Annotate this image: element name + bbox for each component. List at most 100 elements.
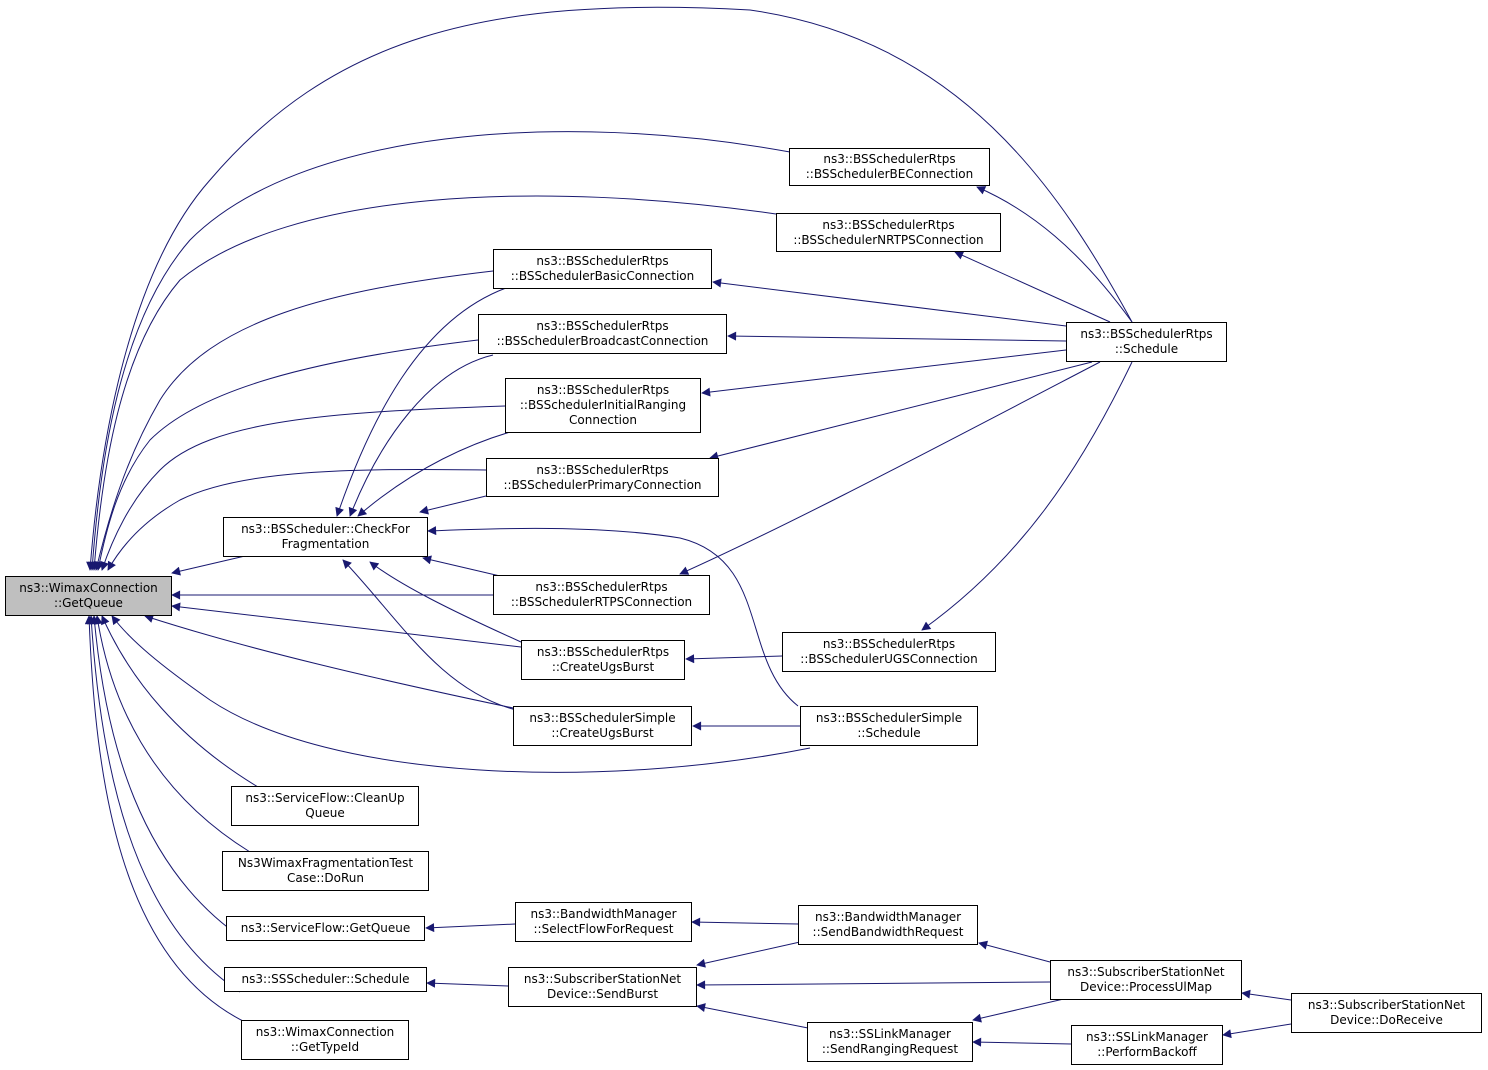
node-line: ns3::SubscriberStationNet xyxy=(1067,965,1225,979)
node-line: Connection xyxy=(569,413,637,427)
node-rtps-schedule[interactable]: ns3::BSSchedulerRtps ::Schedule xyxy=(1066,322,1227,362)
node-line: ::BSSchedulerBasicConnection xyxy=(510,269,695,283)
edge-frag-test-to-getqueue xyxy=(93,615,251,853)
node-wimax-getqueue: ns3::WimaxConnection ::GetQueue xyxy=(5,576,172,616)
edge-processul-to-sendburst xyxy=(696,980,1051,990)
node-rtps-nrtps-connection[interactable]: ns3::BSSchedulerRtps ::BSSchedulerNRTPSC… xyxy=(776,213,1001,252)
edge-sf-getqueue-to-getqueue xyxy=(90,615,246,941)
node-line: ::SelectFlowForRequest xyxy=(533,922,674,936)
node-ssscheduler-schedule[interactable]: ns3::SSScheduler::Schedule xyxy=(224,967,427,992)
node-line: Ns3WimaxFragmentationTest xyxy=(237,856,414,870)
node-line: ns3::BSScheduler::CheckFor xyxy=(241,522,410,536)
node-line: ns3::BSSchedulerRtps xyxy=(823,152,956,166)
node-line: ::PerformBackoff xyxy=(1097,1045,1197,1059)
node-line: ::SendBandwidthRequest xyxy=(812,925,964,939)
edge-rtps-ugs-to-ugsburst xyxy=(685,654,783,664)
node-line: ::BSSchedulerBroadcastConnection xyxy=(496,334,709,348)
node-line: ns3::SSScheduler::Schedule xyxy=(241,972,410,986)
edge-sslm-backoff-to-sslm-ranging xyxy=(972,1037,1072,1047)
node-rtps-basic-connection[interactable]: ns3::BSSchedulerRtps ::BSSchedulerBasicC… xyxy=(493,249,712,289)
edge-rtps-schedule-to-nrtps xyxy=(954,251,1111,323)
node-line: ns3::BSSchedulerRtps xyxy=(536,462,669,477)
edge-simple-ugsburst-to-getqueue xyxy=(144,614,514,709)
edge-sf-cleanup-to-getqueue xyxy=(101,615,259,788)
node-line: ns3::BSSchedulerRtps xyxy=(536,319,669,333)
edge-sslm-ranging-to-sendburst xyxy=(696,1003,809,1029)
node-line: Device::SendBurst xyxy=(546,987,659,1001)
node-simple-create-ugs-burst[interactable]: ns3::BSSchedulerSimple ::CreateUgsBurst xyxy=(513,706,692,746)
node-serviceflow-getqueue[interactable]: ns3::ServiceFlow::GetQueue xyxy=(226,916,425,941)
edge-rtps-ugsburst-to-checkfrag xyxy=(369,561,522,643)
edge-processul-to-sslm-ranging xyxy=(972,997,1069,1023)
node-line: ns3::ServiceFlow::GetQueue xyxy=(240,921,411,935)
node-line: Case::DoRun xyxy=(286,871,365,885)
edge-rtps-primary-to-getqueue xyxy=(107,468,487,571)
edge-rtps-be-to-getqueue xyxy=(88,131,791,571)
node-rtps-create-ugs-burst[interactable]: ns3::BSSchedulerRtps ::CreateUgsBurst xyxy=(521,640,685,680)
edge-bwm-send-to-bwm-select xyxy=(691,917,799,927)
edge-rtps-schedule-to-getqueue xyxy=(86,6,1133,571)
node-line: ::Schedule xyxy=(857,726,921,740)
node-line: ::BSSchedulerUGSConnection xyxy=(800,652,978,666)
node-line: Device::ProcessUlMap xyxy=(1079,980,1213,994)
node-ssnd-process-ulmap[interactable]: ns3::SubscriberStationNet Device::Proces… xyxy=(1050,960,1242,1000)
node-rtps-rtps-connection[interactable]: ns3::BSSchedulerRtps ::BSSchedulerRTPSCo… xyxy=(493,575,710,615)
node-line: Fragmentation xyxy=(281,537,370,551)
edge-rtps-initial-to-getqueue xyxy=(100,405,506,571)
node-rtps-broadcast-connection[interactable]: ns3::BSSchedulerRtps ::BSSchedulerBroadc… xyxy=(478,314,727,354)
node-line: ns3::SubscriberStationNet xyxy=(523,972,682,986)
node-rtps-be-connection[interactable]: ns3::BSSchedulerRtps ::BSSchedulerBEConn… xyxy=(789,148,990,186)
node-line: ns3::WimaxConnection xyxy=(19,581,158,595)
node-sslm-perform-backoff[interactable]: ns3::SSLinkManager ::PerformBackoff xyxy=(1071,1025,1223,1065)
node-line: ::SendRangingRequest xyxy=(821,1042,959,1056)
node-fragmentation-test-dorun[interactable]: Ns3WimaxFragmentationTest Case::DoRun xyxy=(222,851,429,891)
edge-doreceive-to-sslm-backoff xyxy=(1222,1023,1292,1039)
node-serviceflow-cleanup-queue[interactable]: ns3::ServiceFlow::CleanUp Queue xyxy=(231,786,419,826)
node-simple-schedule[interactable]: ns3::BSSchedulerSimple ::Schedule xyxy=(800,706,978,746)
node-sslm-send-ranging-request[interactable]: ns3::SSLinkManager ::SendRangingRequest xyxy=(807,1022,973,1062)
node-ssnd-send-burst[interactable]: ns3::SubscriberStationNet Device::SendBu… xyxy=(508,967,697,1007)
node-rtps-primary-connection[interactable]: ns3::BSSchedulerRtps ::BSSchedulerPrimar… xyxy=(486,458,719,497)
node-line: ::BSSchedulerNRTPSConnection xyxy=(793,232,984,247)
node-rtps-ugs-connection[interactable]: ns3::BSSchedulerRtps ::BSSchedulerUGSCon… xyxy=(782,632,996,672)
edge-rtps-schedule-to-rtps xyxy=(679,361,1101,575)
node-line: ns3::BSSchedulerSimple xyxy=(815,711,963,725)
node-check-for-fragmentation[interactable]: ns3::BSScheduler::CheckFor Fragmentation xyxy=(223,517,428,557)
edge-rtps-broadcast-to-checkfrag xyxy=(348,354,494,517)
edge-rtps-basic-to-checkfrag xyxy=(335,287,507,517)
node-line: ns3::BSSchedulerRtps xyxy=(822,637,956,651)
edge-rtps-primary-to-checkfrag xyxy=(419,495,487,515)
edge-simple-ugsburst-to-checkfrag xyxy=(342,559,517,711)
node-line: ns3::SSLinkManager xyxy=(1086,1030,1208,1044)
node-line: ::CreateUgsBurst xyxy=(551,726,654,740)
edge-doreceive-to-processul xyxy=(1241,989,1292,1001)
edge-ss-schedule-to-getqueue xyxy=(87,615,241,993)
node-line: ::BSSchedulerInitialRanging xyxy=(519,398,687,412)
node-bwm-select-flow[interactable]: ns3::BandwidthManager ::SelectFlowForReq… xyxy=(515,902,692,942)
node-line: ::BSSchedulerBEConnection xyxy=(805,167,974,181)
edge-rtps-schedule-to-initial xyxy=(701,349,1067,397)
node-line: ns3::BSSchedulerRtps xyxy=(1080,327,1213,341)
node-rtps-initial-ranging-connection[interactable]: ns3::BSSchedulerRtps ::BSSchedulerInitia… xyxy=(505,378,701,433)
edge-wimax-typeid-to-getqueue xyxy=(84,615,246,1023)
node-line: ns3::BSSchedulerRtps xyxy=(536,645,670,659)
node-line: ::GetQueue xyxy=(54,596,123,610)
node-bwm-send-bandwidth-request[interactable]: ns3::BandwidthManager ::SendBandwidthReq… xyxy=(798,905,978,945)
node-wimax-gettypeid[interactable]: ns3::WimaxConnection ::GetTypeId xyxy=(241,1020,409,1060)
edge-rtps-nrtps-to-getqueue xyxy=(90,195,777,571)
node-line: ns3::BSSchedulerRtps xyxy=(535,580,668,594)
edge-rtps-ugsburst-to-getqueue xyxy=(171,602,522,648)
node-line: ns3::BSSchedulerRtps xyxy=(536,383,670,397)
edge-bwm-send-to-sendburst xyxy=(696,941,801,968)
node-ssnd-do-receive[interactable]: ns3::SubscriberStationNet Device::DoRece… xyxy=(1291,993,1482,1033)
edge-simple-schedule-to-checkfrag xyxy=(427,526,799,707)
node-line: ns3::SubscriberStationNet xyxy=(1307,998,1466,1012)
edge-rtps-broadcast-to-getqueue xyxy=(95,339,479,571)
node-line: ::BSSchedulerPrimaryConnection xyxy=(503,477,702,492)
node-line: ::BSSchedulerRTPSConnection xyxy=(510,595,693,609)
edge-rtps-schedule-to-ugs xyxy=(921,361,1133,631)
edge-rtps-schedule-to-be xyxy=(976,186,1133,323)
edge-ssnd-sendburst-to-ss-schedule xyxy=(426,978,509,988)
edge-rtps-schedule-to-broadcast xyxy=(727,331,1067,342)
